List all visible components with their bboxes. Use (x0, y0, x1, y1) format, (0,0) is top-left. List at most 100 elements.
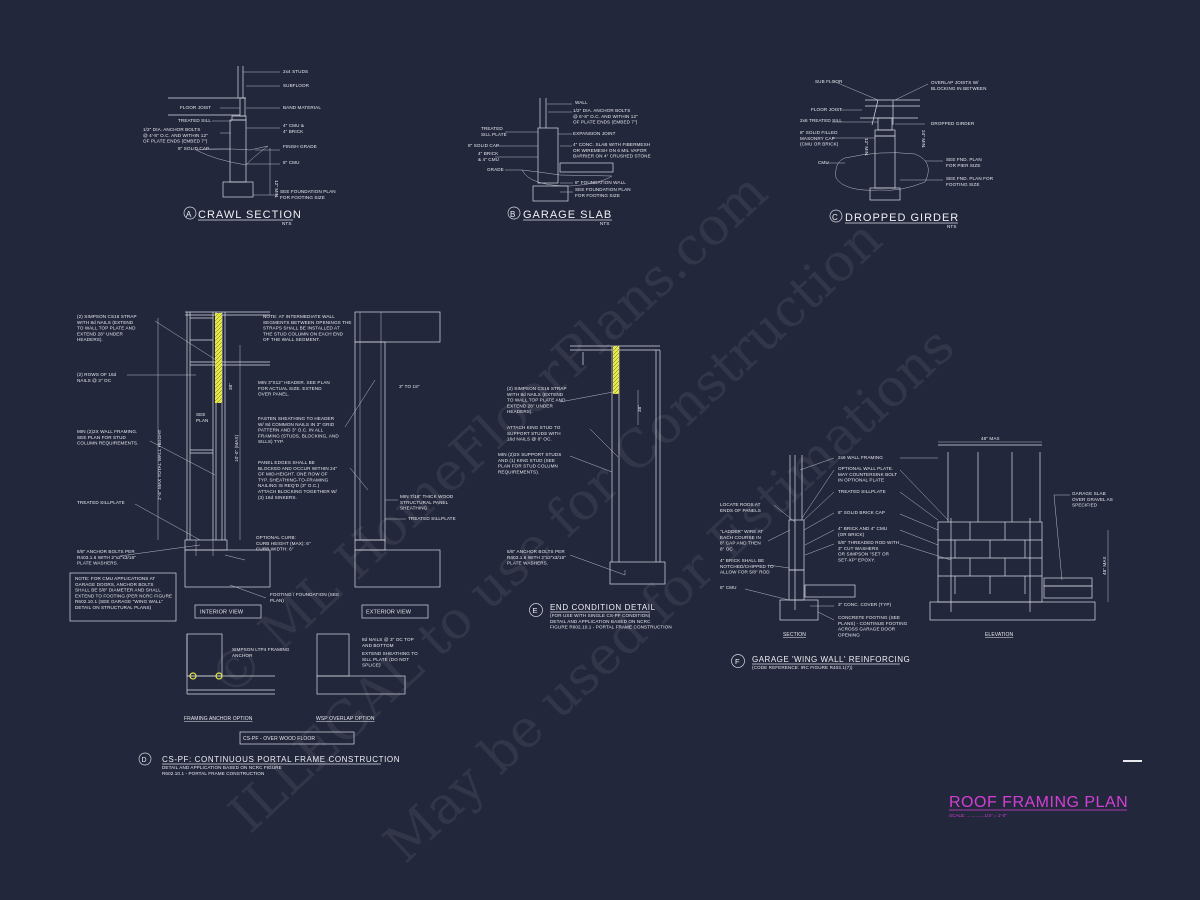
wing-section-label: SECTION (783, 632, 806, 638)
interior-view-label: INTERIOR VIEW (200, 610, 244, 616)
crawl-label-band: BAND MATERIAL (283, 105, 321, 110)
girder-label-floor-joist: FLOOR JOIST (811, 107, 842, 112)
floor-box-label: CS-PF - OVER WOOD FLOOR (243, 736, 315, 742)
wing-wall-elevation-drawing (929, 441, 1109, 621)
sheet-title-block: ROOF FRAMING PLAN SCALE: ..............1… (949, 794, 1128, 818)
portal-dim-wall-height: 2'-8" MAX TOTAL WALL HEIGHT (157, 429, 162, 500)
end-title: END CONDITION DETAIL (550, 603, 656, 612)
dropped-girder-drawing (835, 99, 929, 201)
end-letter: E (533, 606, 539, 615)
wing-label-cmu: 8" CMU (720, 585, 737, 590)
framing-anchor-drawing (186, 633, 275, 695)
exterior-view-drawing (354, 311, 441, 588)
crawl-letter: A (186, 210, 192, 219)
crawl-title: CRAWL SECTION (198, 209, 302, 221)
crawl-label-cmu-brick: 4" CMU &4" BRICK (283, 123, 304, 134)
crawl-dim-min: 12" MIN. (274, 180, 279, 199)
girder-letter-circle (829, 209, 843, 223)
girder-dim-24: 24" MIN. (921, 130, 926, 149)
wsp-overlap-drawing (316, 633, 406, 695)
crawl-label-anchor-bolts: 1/2" DIA. ANCHOR BOLTS@ 4'-8" O.C. AND W… (143, 127, 208, 144)
floor-box (239, 731, 355, 745)
wing-label-cap: 8" SOLID BRICK CAP (838, 510, 885, 515)
sheet-title: ROOF FRAMING PLAN (949, 794, 1128, 811)
garage-slab-drawing (521, 98, 614, 202)
crawl-leaders (208, 71, 280, 196)
wing-width-dim: 48" MAX (981, 436, 1000, 441)
exterior-label-dim: 3" TO 18" (399, 384, 420, 389)
wing-title: GARAGE 'WING WALL' REINFORCING (752, 655, 910, 664)
portal-letter: D (142, 757, 148, 764)
portal-title: CS-PF: CONTINUOUS PORTAL FRAME CONSTRUCT… (162, 755, 400, 764)
portal-subtitle: DETAIL AND APPLICATION BASED ON NCRC FIG… (162, 765, 282, 776)
portal-label-curb: OPTIONAL CURB:CURB HEIGHT (MAX): 6"CURB … (256, 535, 311, 552)
wing-letter: F (735, 657, 741, 666)
interior-view-box (194, 604, 262, 619)
slab-label-wall: WALL (575, 100, 588, 105)
wing-label-framing: 2x6 WALL FRAMING (838, 455, 883, 460)
wing-label-plate: OPTIONAL WALL PLATE.MAY COUNTERSINK BOLT… (838, 466, 897, 483)
slab-label-grade: GRADE (487, 167, 504, 172)
crawl-label-studs: 2x4 STUDS (283, 69, 308, 74)
watermark-line-2: ILLEGAL to use for Construction (218, 209, 894, 845)
girder-label-girder: DROPPED GIRDER (931, 121, 975, 126)
crawl-label-floor-joist: FLOOR JOIST (180, 105, 211, 110)
interior-view-drawing (157, 311, 271, 588)
watermark: © ML HomeFloorPlans.com ILLEGAL to use f… (198, 162, 966, 875)
detail-dropped-girder: SUB FLOOR OVERLAP JOISTS W/BLOCKING IN B… (800, 79, 994, 229)
crawl-section-drawing (168, 66, 271, 198)
crawl-label-finish-grade: FINISH GRADE (283, 144, 317, 149)
crawl-label-subfloor: SUBFLOOR (283, 83, 310, 88)
slab-label-cap: 8" SOLID CAP (468, 143, 499, 148)
sheet-scale: SCALE: ..............1/4" = 1'-0" (949, 813, 1007, 818)
portal-label-framing: MIN (2)2X WALL FRAMING.SEE PLAN FOR STUD… (77, 429, 138, 446)
slab-letter-circle (507, 206, 521, 220)
scale-bar-mark (1123, 760, 1142, 762)
girder-label-overlap: OVERLAP JOISTS W/BLOCKING IN BETWEEN (931, 80, 987, 91)
portal-note-box (69, 572, 177, 622)
end-letter-circle (529, 603, 543, 617)
girder-label-cmu: CMU (818, 160, 829, 165)
portal-dim-max: 10'-0" (MAX) (234, 434, 239, 462)
wing-label-brick: 4" BRICK AND 4" CMU(OR BRICK) (838, 526, 887, 537)
slab-label-brick: 4" BRICK& 4" CMU (478, 151, 499, 162)
girder-nts: NTS (947, 224, 957, 229)
anchor-option-title: FRAMING ANCHOR OPTION (184, 716, 253, 722)
slab-label-foundation-wall: 8" FOUNDATION WALL (575, 180, 626, 185)
portal-dim-38: 38" (228, 383, 233, 390)
crawl-label-solid-cap: 8" SOLID CAP (178, 146, 209, 151)
end-condition-drawing (570, 345, 666, 585)
girder-dim-12: 12" MIN. (864, 138, 869, 157)
wing-height-dim: 48" MAX (1102, 556, 1107, 575)
crawl-label-cmu: 8" CMU (283, 160, 300, 165)
crawl-nts: NTS (282, 221, 292, 226)
slab-title: GARAGE SLAB (523, 209, 612, 221)
slab-nts: NTS (600, 221, 610, 226)
wing-wall-section-drawing (779, 455, 856, 621)
